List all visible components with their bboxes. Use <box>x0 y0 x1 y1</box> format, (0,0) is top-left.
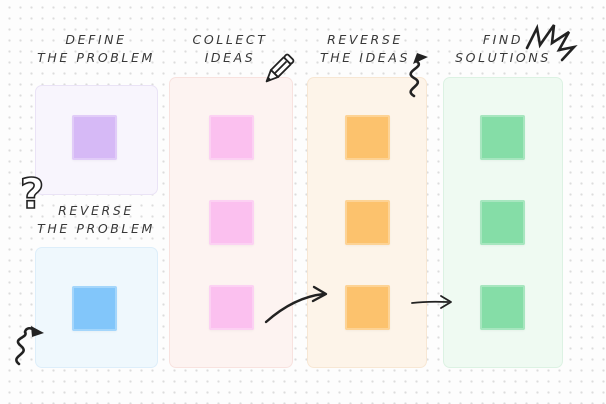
pencil-icon[interactable] <box>257 49 299 95</box>
sticky-note-collect-1[interactable] <box>209 115 254 160</box>
title-line: THE PROBLEM <box>37 221 155 236</box>
sticky-note-collect-2[interactable] <box>209 200 254 245</box>
title-line: THE IDEAS <box>319 50 410 65</box>
scribble-burst-doodle[interactable] <box>524 22 580 72</box>
column-title-reverse-the-ideas[interactable]: REVERSE THE IDEAS <box>277 31 453 67</box>
column-title-collect-ideas[interactable]: COLLECT IDEAS <box>142 31 318 67</box>
title-line: FIND <box>482 32 524 47</box>
squiggle-arrow-doodle-bottom[interactable] <box>12 322 46 370</box>
title-line: REVERSE <box>327 32 403 47</box>
sticky-note-find-solutions-3[interactable] <box>480 285 525 330</box>
curved-arrow-connector[interactable] <box>262 284 334 330</box>
sticky-note-reverse-ideas-3[interactable] <box>345 285 390 330</box>
sticky-note-define[interactable] <box>72 115 117 160</box>
sticky-note-reverse-problem[interactable] <box>72 286 117 331</box>
title-line: DEFINE <box>65 32 127 47</box>
sticky-note-collect-3[interactable] <box>209 285 254 330</box>
straight-arrow-connector[interactable] <box>410 293 456 315</box>
squiggle-arrow-doodle-top[interactable] <box>402 52 432 102</box>
sticky-note-reverse-ideas-2[interactable] <box>345 200 390 245</box>
sticky-note-find-solutions-1[interactable] <box>480 115 525 160</box>
title-line: THE PROBLEM <box>37 50 155 65</box>
question-mark-doodle[interactable]: ? <box>18 168 46 226</box>
title-line: SOLUTIONS <box>455 50 551 65</box>
column-title-define-the-problem[interactable]: DEFINE THE PROBLEM <box>8 31 184 67</box>
column-title-reverse-the-problem[interactable]: REVERSE THE PROBLEM <box>8 202 184 238</box>
title-line: IDEAS <box>204 50 256 65</box>
title-line: COLLECT <box>192 32 268 47</box>
title-line: REVERSE <box>58 203 134 218</box>
column-title-find-solutions[interactable]: FIND SOLUTIONS <box>415 31 591 67</box>
svg-text:?: ? <box>20 170 44 218</box>
sticky-note-reverse-ideas-1[interactable] <box>345 115 390 160</box>
sticky-note-find-solutions-2[interactable] <box>480 200 525 245</box>
